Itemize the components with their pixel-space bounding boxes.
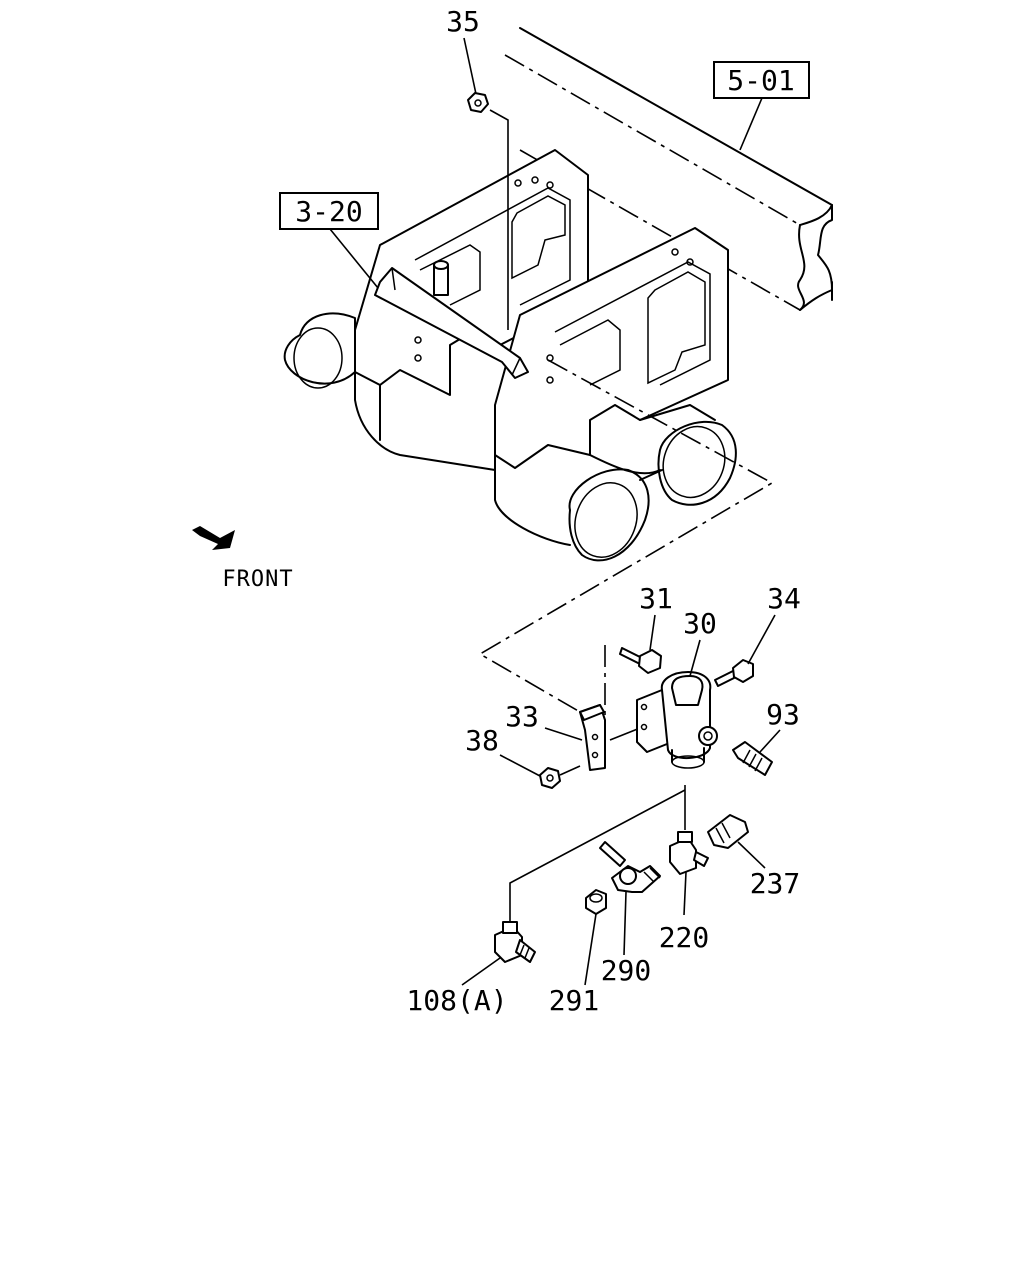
ref-box-label: 5-01 <box>727 64 794 97</box>
leader-30 <box>689 639 701 677</box>
leader-291 <box>584 913 597 986</box>
elbow-fitting-108a <box>494 921 536 963</box>
callout-33[interactable]: 33 <box>505 700 539 733</box>
leader-3-20 <box>329 228 379 289</box>
callout-291[interactable]: 291 <box>549 984 600 1017</box>
callout-290[interactable]: 290 <box>601 954 652 987</box>
projection-line-top <box>478 359 774 713</box>
front-arrow-icon <box>192 526 235 550</box>
leader-237 <box>737 841 766 869</box>
callout-30[interactable]: 30 <box>683 607 717 640</box>
leader-33 <box>544 727 583 741</box>
leader-31 <box>649 614 656 651</box>
leader-valve-to-bracket <box>609 727 641 741</box>
leader-290 <box>623 891 627 956</box>
callout-220[interactable]: 220 <box>659 921 710 954</box>
bolt-31 <box>619 647 662 674</box>
leader-220 <box>683 871 687 916</box>
nut-35 <box>467 92 489 113</box>
fitting-93 <box>732 741 773 776</box>
tee-fitting-220 <box>669 831 709 875</box>
bolt-34 <box>714 659 754 687</box>
front-label: FRONT <box>222 567 293 592</box>
nut-291 <box>585 889 607 915</box>
callout-35[interactable]: 35 <box>446 5 480 38</box>
callout-38[interactable]: 38 <box>465 724 499 757</box>
leader-38 <box>499 754 541 777</box>
leader-108a <box>461 957 501 986</box>
callout-93[interactable]: 93 <box>766 698 800 731</box>
callout-31[interactable]: 31 <box>639 582 673 615</box>
leader-93 <box>759 729 781 753</box>
valve-30 <box>636 671 718 769</box>
leader-34 <box>747 614 776 665</box>
tank-bracket-assembly <box>283 149 737 562</box>
leader-valve-to-108 <box>509 789 686 925</box>
ref-box-label: 3-20 <box>295 195 362 228</box>
ref-box-5-01[interactable]: 5-01 <box>713 61 810 99</box>
leader-35 <box>489 109 509 330</box>
leader-5-01 <box>739 97 763 151</box>
leader-35-part <box>463 37 477 95</box>
drain-cock-290 <box>599 841 661 893</box>
callout-34[interactable]: 34 <box>767 582 801 615</box>
ref-box-3-20[interactable]: 3-20 <box>279 192 379 230</box>
bracket-33 <box>579 704 606 771</box>
callout-108a[interactable]: 108(A) <box>406 984 507 1017</box>
fitting-237 <box>707 814 749 849</box>
nut-38 <box>539 765 581 789</box>
callout-237[interactable]: 237 <box>750 867 801 900</box>
